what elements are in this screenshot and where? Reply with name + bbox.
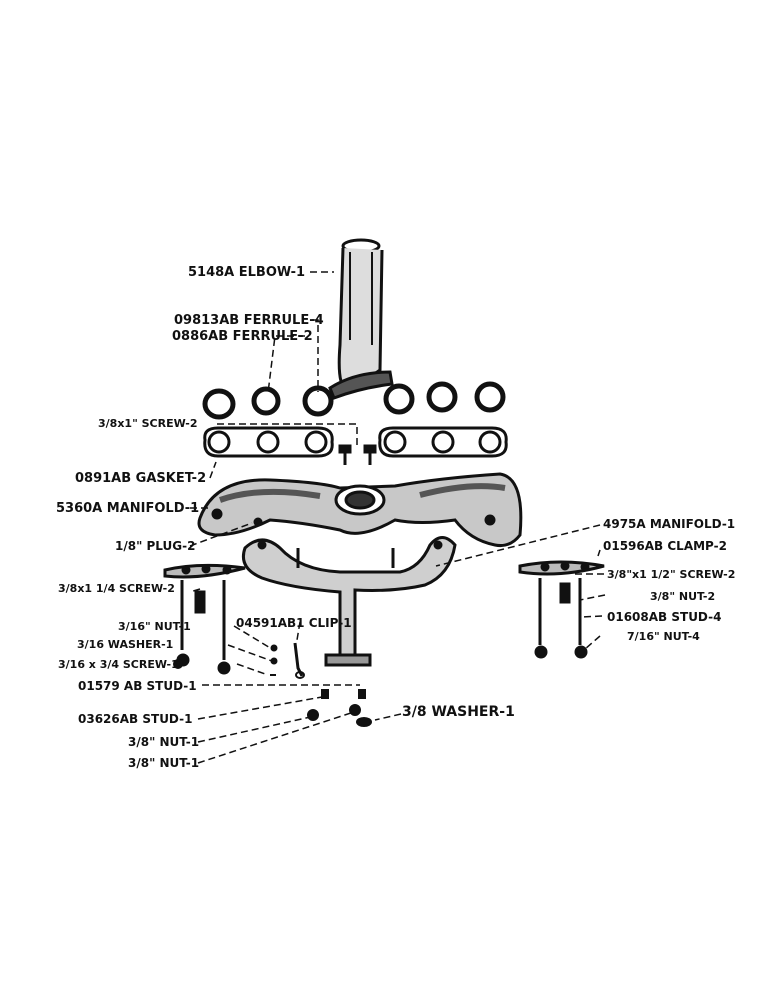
label-stud-4: 01608AB STUD-4: [607, 610, 721, 624]
label-clamp: 01596AB CLAMP-2: [603, 539, 727, 553]
label-stud-03626: 03626AB STUD-1: [78, 712, 192, 726]
gaskets: [203, 426, 508, 458]
label-stud-01579: 01579 AB STUD-1: [78, 679, 197, 693]
label-manifold-upper: 5360A MANIFOLD-1: [56, 501, 199, 516]
label-screw-top: 3/8x1" SCREW-2: [98, 417, 197, 430]
label-nut-a: 3/8" NUT-1: [128, 735, 199, 749]
label-ferrule-2: 0886AB FERRULE-2: [172, 329, 313, 344]
label-ferrule-4: 09813AB FERRULE-4: [174, 313, 324, 328]
label-screw-small: 3/16 x 3/4 SCREW-1: [58, 658, 179, 671]
label-manifold-lower: 4975A MANIFOLD-1: [603, 517, 735, 531]
label-nut-b: 3/8" NUT-1: [128, 756, 199, 770]
label-nut-left-1: 3/16" NUT-1: [118, 620, 191, 633]
labels: 5148A ELBOW-1 09813AB FERRULE-4 0886AB F…: [56, 265, 735, 770]
leader-lines: [189, 271, 606, 764]
label-plug: 1/8" PLUG-2: [115, 539, 195, 553]
elbow-part: [328, 238, 394, 400]
label-gasket: 0891AB GASKET-2: [75, 471, 206, 486]
label-clip: 04591AB1 CLIP-1: [236, 616, 352, 630]
label-washer-small: 3/16 WASHER-1: [77, 638, 173, 651]
label-nut-right-2: 3/8" NUT-2: [650, 590, 715, 603]
left-clamp-assembly: [163, 563, 246, 675]
top-screws: [338, 444, 377, 465]
label-screw-right: 3/8"x1 1/2" SCREW-2: [607, 568, 735, 581]
label-screw-left: 3/8x1 1/4 SCREW-2: [58, 582, 175, 595]
label-elbow: 5148A ELBOW-1: [188, 265, 305, 280]
right-clamp-assembly: [518, 560, 605, 659]
small-hardware: [173, 642, 372, 727]
ferrules: [202, 381, 506, 420]
label-nut-4: 7/16" NUT-4: [627, 630, 700, 643]
label-washer-38: 3/8 WASHER-1: [402, 704, 515, 720]
upper-manifold: [197, 472, 523, 547]
lower-manifold: [241, 536, 457, 667]
